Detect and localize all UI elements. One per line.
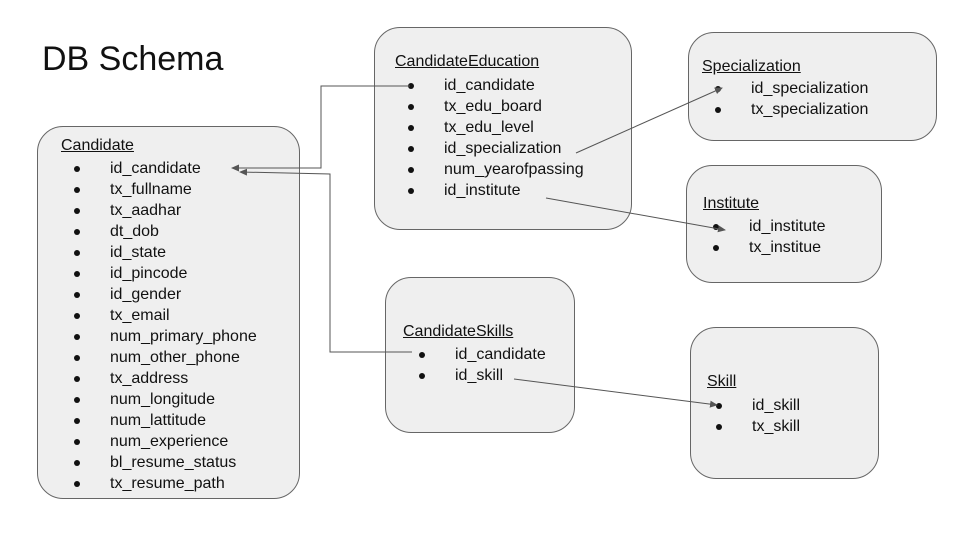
field-item: id_candidate	[419, 344, 546, 365]
table-name: CandidateEducation	[395, 53, 540, 70]
field-item: tx_address	[74, 368, 257, 389]
field-item: id_skill	[419, 365, 546, 386]
field-item: id_pincode	[74, 263, 257, 284]
table-name: Candidate	[61, 137, 134, 154]
field-item: tx_skill	[716, 416, 800, 437]
field-item: num_yearofpassing	[408, 159, 584, 180]
field-item: tx_aadhar	[74, 200, 257, 221]
field-item: tx_edu_level	[408, 117, 584, 138]
field-item: id_institute	[713, 216, 826, 237]
field-item: num_other_phone	[74, 347, 257, 368]
table-name: Institute	[703, 195, 760, 212]
field-item: tx_edu_board	[408, 96, 584, 117]
field-item: dt_dob	[74, 221, 257, 242]
relation-education-institute-connector	[545, 197, 726, 233]
field-item: num_lattitude	[74, 410, 257, 431]
field-item: tx_institue	[713, 237, 826, 258]
field-item: tx_resume_path	[74, 473, 257, 494]
relation-education-specialization-connector	[575, 87, 723, 154]
field-item: id_candidate	[74, 158, 257, 179]
relation-skills-candidate-connector	[239, 168, 412, 353]
field-item: tx_email	[74, 305, 257, 326]
table-name: Skill	[707, 373, 737, 390]
field-item: id_candidate	[408, 75, 584, 96]
field-item: num_longitude	[74, 389, 257, 410]
field-item: id_specialization	[408, 138, 584, 159]
field-item: num_experience	[74, 431, 257, 452]
table-name: CandidateSkills	[403, 323, 514, 340]
field-item: id_gender	[74, 284, 257, 305]
field-item: id_skill	[716, 395, 800, 416]
field-item: id_state	[74, 242, 257, 263]
field-item: tx_fullname	[74, 179, 257, 200]
field-item: tx_specialization	[715, 99, 868, 120]
relation-skills-skill-connector	[513, 378, 718, 408]
field-item: bl_resume_status	[74, 452, 257, 473]
page-title: DB Schema	[42, 40, 224, 78]
field-item: num_primary_phone	[74, 326, 257, 347]
field-item: id_institute	[408, 180, 584, 201]
relation-education-candidate-connector	[231, 85, 410, 172]
table-name: Specialization	[702, 58, 801, 75]
